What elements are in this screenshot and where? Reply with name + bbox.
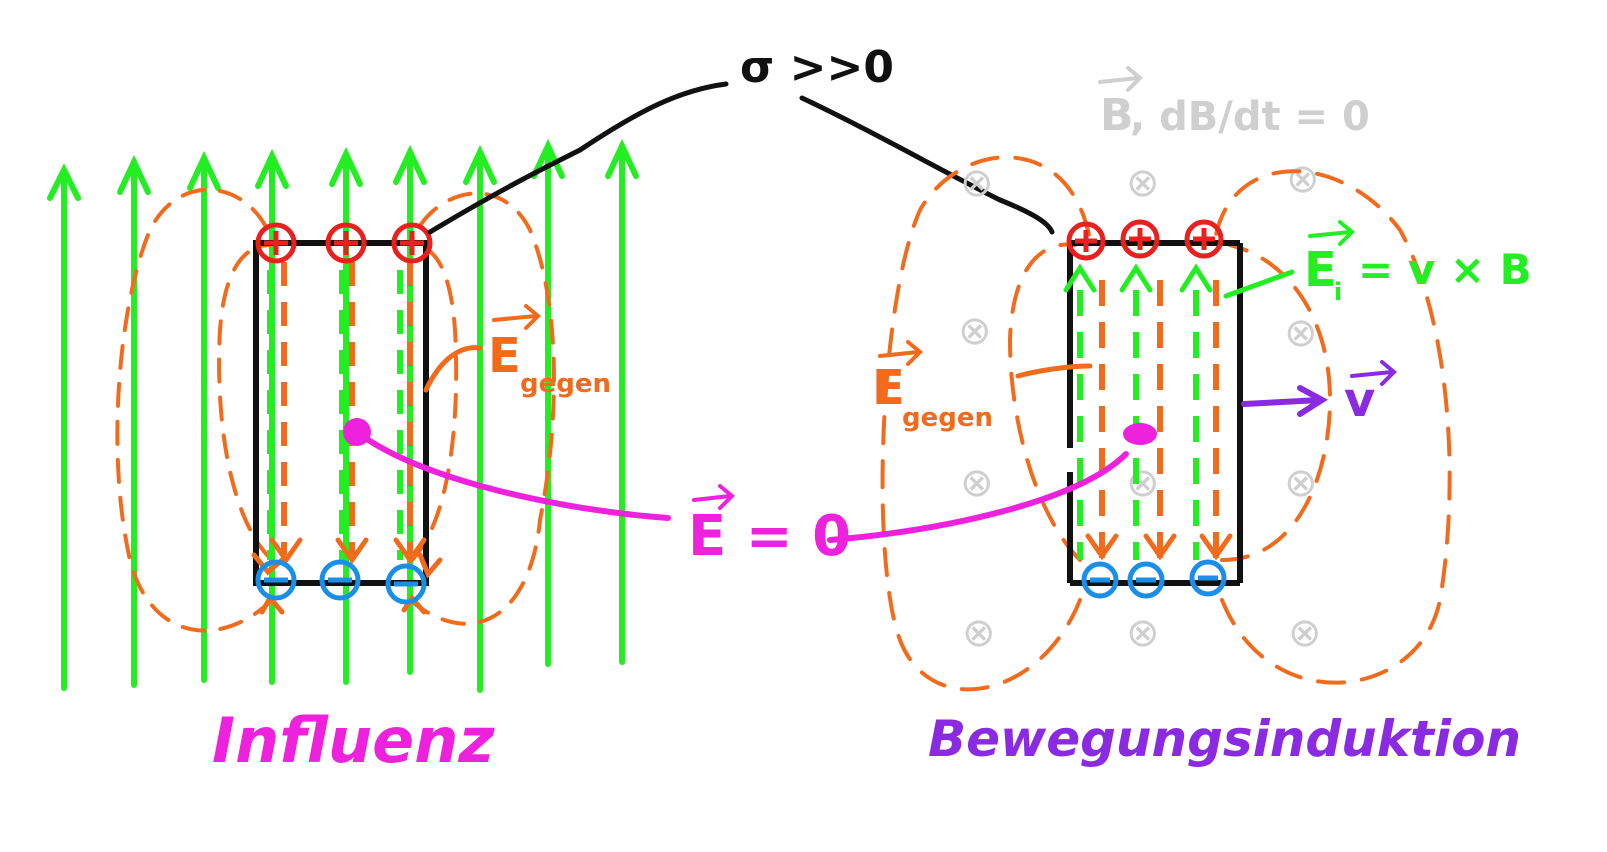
bewegungsinduktion-title: Bewegungsinduktion [928,710,1521,768]
e-zero-text: E = 0 [688,504,851,569]
influenz-title: Influenz [212,704,495,777]
e-gegen-letter: E [872,360,905,416]
negative-charges-left [255,559,427,605]
velocity-arrow: v [1241,360,1397,428]
counter-arrowheads-right [1085,533,1233,561]
cross-symbol: ⊗ [1284,460,1318,506]
positive-charge [391,222,433,264]
cross-symbol: ⊗ [960,460,994,506]
positive-charge [255,222,297,264]
positive-charge [1120,219,1160,259]
b-field-into-page: ⊗ ⊗ ⊗ ⊗ ⊗ ⊗ ⊗ ⊗ ⊗ ⊗ ⊗ [958,156,1322,656]
b-condition: , dB/dt = 0 [1130,94,1370,140]
ei-rhs: = v × B [1358,245,1532,294]
cross-symbol: ⊗ [962,610,996,656]
cross-symbol: ⊗ [960,160,994,206]
internal-field-left-green [267,270,403,560]
e-gegen-subscript: gegen [520,369,611,399]
sigma-annotation: σ >>0 [427,42,1055,235]
sigma-label: σ >>0 [740,42,894,93]
field-line [117,154,151,688]
negative-charge [1189,559,1227,597]
interior-point-right [1123,423,1157,445]
e-zero-pointer-right [827,451,1129,543]
induced-arrowheads-right [1063,263,1213,293]
negative-charge [319,559,361,601]
cross-symbol: ⊗ [1126,610,1160,656]
e-gegen-label-left: E gegen [423,304,611,399]
cross-symbol: ⊗ [1126,160,1160,206]
cross-symbol: ⊗ [1286,156,1320,202]
positive-charges-left [255,222,433,264]
positive-charge [325,222,367,264]
negative-charge [1081,561,1119,599]
field-line [605,138,639,665]
cross-symbol: ⊗ [1284,310,1318,356]
ei-letter: E [1304,242,1337,298]
negative-charges-right [1081,559,1227,599]
internal-counter-field-right [1099,280,1219,560]
e-gegen-label-right: E gegen [872,340,1093,433]
e-zero-pointer-left [354,429,671,521]
velocity-label: v [1344,372,1375,428]
ei-subscript: i [1334,278,1342,306]
induced-field-label: E i = v × B [1223,220,1532,306]
cross-symbol: ⊗ [958,308,992,354]
negative-charge [1127,561,1165,599]
b-field-condition-label: B , dB/dt = 0 [1098,66,1370,141]
negative-charge [385,563,427,605]
e-gegen-subscript: gegen [902,403,993,433]
positive-charges-right [1066,219,1224,261]
e-gegen-letter: E [488,328,521,384]
negative-charge [255,559,297,601]
field-line [531,138,565,667]
cross-symbol: ⊗ [1288,610,1322,656]
e-zero-label: E = 0 [688,484,851,569]
counter-field-loops-right [880,155,1452,692]
positive-charge [1184,219,1224,259]
field-line [255,148,289,685]
conductor-right [1067,240,1243,586]
field-line [463,144,497,693]
b-letter: B [1100,90,1134,141]
field-line [47,163,81,691]
cross-symbol: ⊗ [1126,460,1160,506]
internal-counter-field-left [281,262,413,555]
positive-charge [1066,221,1106,261]
field-line [187,150,221,683]
